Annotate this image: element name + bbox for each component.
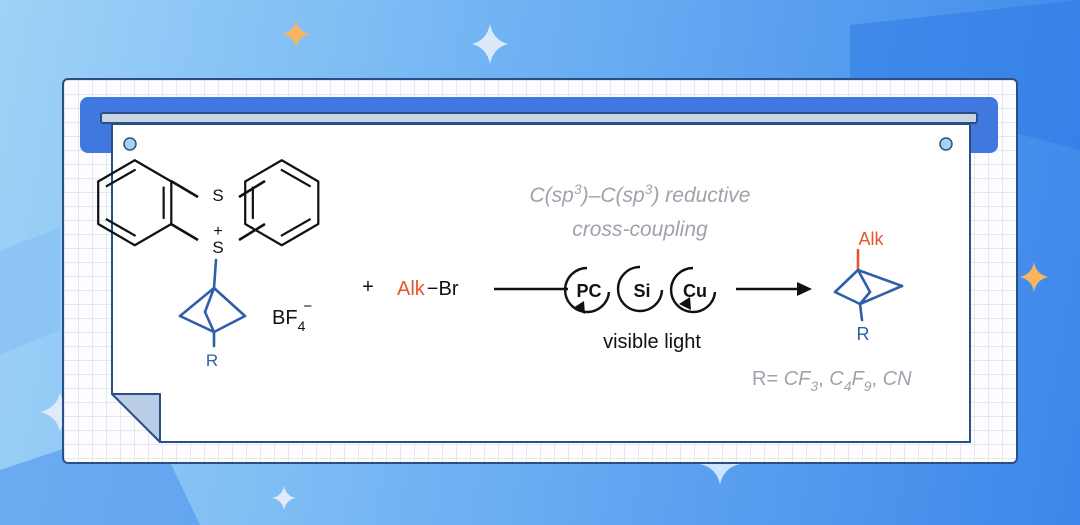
r-group-list: R= CF3, C4F9, CN [752, 368, 912, 394]
catalyst-cycles [563, 265, 717, 314]
cycle-arrowhead-cu [679, 297, 691, 310]
reagent-r-label: R [206, 351, 218, 370]
cycle-arrowhead-pc [573, 301, 585, 314]
sparkle-icon [282, 20, 310, 48]
bg-cube-top-right [850, 0, 1080, 150]
catalyst-pc: PC [576, 281, 601, 301]
visible-light-label: visible light [603, 331, 701, 353]
bcp-cage-reagent [178, 258, 247, 348]
counterion: BF4− [272, 298, 312, 334]
charge-plus: + [213, 223, 222, 240]
ring-sulfur-bottom: S [212, 238, 223, 257]
sparkle-icon [472, 24, 508, 64]
arrow-head [797, 282, 812, 296]
plus-sign: + [362, 276, 374, 298]
ring-sulfur-top: S [212, 186, 223, 205]
catalyst-cu: Cu [683, 281, 707, 301]
pin-hole-left [123, 137, 137, 151]
cycle-arc-cu [669, 266, 717, 314]
paper-fold [111, 393, 161, 443]
catalyst-si: Si [633, 281, 650, 301]
conditions-line-1: C(sp3)–C(sp3) reductive [530, 181, 751, 207]
sparkle-icon [272, 486, 296, 510]
sparkle-icon [700, 443, 740, 485]
alkyl-bromide: Alk−Br [397, 278, 459, 300]
sparkle-icon [1020, 262, 1048, 292]
paper-sheet [111, 123, 971, 443]
sparkle-icon [40, 392, 80, 432]
thianthrenium-structure [97, 159, 320, 247]
cycle-arc-pc [563, 266, 611, 314]
conditions-line-2: cross-coupling [572, 218, 708, 241]
cycle-arc-si [616, 265, 664, 313]
bg-stripe-left [0, 228, 60, 355]
pin-hole-right [939, 137, 953, 151]
product-alk-label: Alk [858, 229, 884, 249]
product-r-label: R [857, 324, 870, 344]
bcp-cage-product [833, 248, 904, 322]
